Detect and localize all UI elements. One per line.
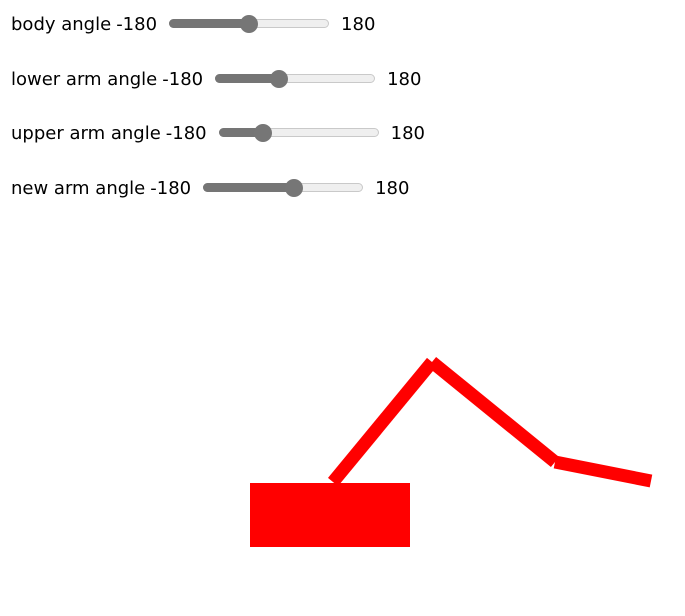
slider-thumb[interactable] <box>270 70 289 88</box>
body-angle-min-label: -180 <box>116 13 158 35</box>
slider-thumb[interactable] <box>240 15 259 33</box>
upper-arm-angle-max-label: 180 <box>390 122 425 144</box>
slider-thumb[interactable] <box>285 179 304 197</box>
new-arm-angle-min-label: -180 <box>150 177 192 199</box>
new-arm-segment <box>553 455 653 488</box>
upper-arm-angle-control: upper arm angle -180 180 <box>11 120 425 146</box>
upper-arm-angle-min-label: -180 <box>165 122 207 144</box>
new-arm-angle-max-label: 180 <box>375 177 410 199</box>
lower-arm-angle-label: lower arm angle <box>11 68 158 90</box>
new-arm-angle-label: new arm angle <box>11 177 146 199</box>
body-angle-control: body angle -180 180 <box>11 11 375 37</box>
new-arm-angle-control: new arm angle -180 180 <box>11 175 409 201</box>
new-arm-angle-slider[interactable] <box>203 178 364 198</box>
upper-arm-angle-slider[interactable] <box>218 123 379 143</box>
lower-arm-angle-max-label: 180 <box>387 68 422 90</box>
upper-arm-angle-label: upper arm angle <box>11 122 161 144</box>
upper-arm-segment <box>427 356 560 468</box>
slider-fill <box>203 183 295 192</box>
robot-body <box>250 483 410 547</box>
lower-arm-segment <box>327 357 438 487</box>
lower-arm-angle-control: lower arm angle -180 180 <box>11 66 421 92</box>
lower-arm-angle-min-label: -180 <box>162 68 204 90</box>
body-angle-label: body angle <box>11 13 112 35</box>
body-angle-slider[interactable] <box>169 14 330 34</box>
body-angle-max-label: 180 <box>341 13 376 35</box>
slider-thumb[interactable] <box>254 124 273 142</box>
lower-arm-angle-slider[interactable] <box>215 69 376 89</box>
slider-fill <box>218 128 264 137</box>
slider-fill <box>169 19 250 28</box>
slider-fill <box>215 74 280 83</box>
